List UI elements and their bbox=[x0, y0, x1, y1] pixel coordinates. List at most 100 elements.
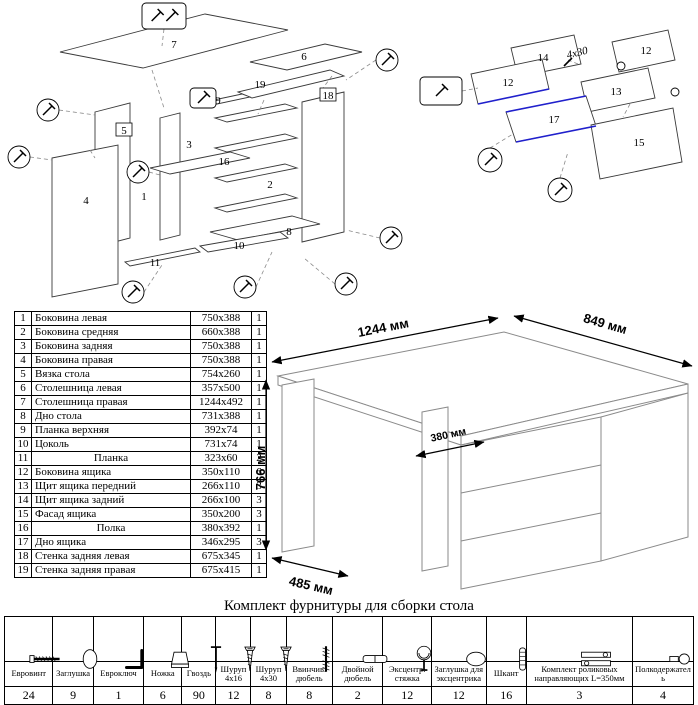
part-number-11: 11 bbox=[150, 257, 161, 269]
part-name: Стенка задняя правая bbox=[32, 564, 191, 578]
part-number-13: 13 bbox=[611, 86, 623, 98]
part-name: Столешница левая bbox=[32, 382, 191, 396]
part-num: 4 bbox=[15, 354, 32, 368]
part-num: 8 bbox=[15, 410, 32, 424]
hardware-item-qty: 6 bbox=[144, 687, 182, 705]
part-num: 2 bbox=[15, 326, 32, 340]
part-number-3: 3 bbox=[186, 139, 192, 151]
euro-screw-icon bbox=[5, 617, 53, 662]
hardware-item-qty: 2 bbox=[332, 687, 383, 705]
part-name: Боковина задняя bbox=[32, 340, 191, 354]
part-name: Столешница правая bbox=[32, 396, 191, 410]
part-number-8: 8 bbox=[286, 226, 292, 238]
screw-callout-icon bbox=[142, 3, 186, 29]
hardware-item-qty: 1 bbox=[93, 687, 144, 705]
part-num: 9 bbox=[15, 424, 32, 438]
screw-callout-icon bbox=[8, 146, 30, 168]
part-number-14: 14 bbox=[538, 52, 550, 64]
hardware-item-qty: 12 bbox=[383, 687, 431, 705]
part-size: 266x110 bbox=[191, 480, 252, 494]
part-number-19: 19 bbox=[255, 79, 267, 91]
dim-top-depth: 849 мм bbox=[582, 310, 629, 337]
part-size: 675x345 bbox=[191, 550, 252, 564]
part-number-6: 6 bbox=[301, 51, 307, 63]
hole-marker-icon bbox=[617, 62, 625, 70]
part-number-10: 10 bbox=[234, 240, 246, 252]
desk-carcass-panels bbox=[52, 92, 344, 297]
screw-callout-icon bbox=[37, 99, 59, 121]
desk-top-panels bbox=[60, 14, 362, 98]
desk-outline bbox=[278, 332, 688, 589]
part-name: Боковина ящика bbox=[32, 466, 191, 480]
part-number-4: 4 bbox=[83, 195, 89, 207]
part-size: 731x74 bbox=[191, 438, 252, 452]
part-num: 11 bbox=[15, 452, 32, 466]
part-size: 675x415 bbox=[191, 564, 252, 578]
part-num: 13 bbox=[15, 480, 32, 494]
part-name: Щит ящика передний bbox=[32, 480, 191, 494]
hardware-item-qty: 8 bbox=[251, 687, 286, 705]
part-name: Цоколь bbox=[32, 438, 191, 452]
part-name: Фасад ящика bbox=[32, 508, 191, 522]
part-name: Дно ящика bbox=[32, 536, 191, 550]
screw-callout-icon bbox=[335, 273, 357, 295]
part-size: 754x260 bbox=[191, 368, 252, 382]
hardware-item-qty: 9 bbox=[53, 687, 93, 705]
part-num: 3 bbox=[15, 340, 32, 354]
hardware-item-qty: 24 bbox=[5, 687, 53, 705]
part-size: 350x110 bbox=[191, 466, 252, 480]
hole-marker-icon bbox=[671, 88, 679, 96]
screw-callout-icon bbox=[127, 161, 149, 183]
part-size: 1244x492 bbox=[191, 396, 252, 410]
part-num: 19 bbox=[15, 564, 32, 578]
part-size: 323x60 bbox=[191, 452, 252, 466]
screw-callout-icon bbox=[380, 227, 402, 249]
part-size: 357x500 bbox=[191, 382, 252, 396]
hardware-item-qty: 3 bbox=[526, 687, 632, 705]
hardware-item-qty: 4 bbox=[633, 687, 694, 705]
part-number-18: 18 bbox=[323, 90, 335, 102]
part-size: 731x388 bbox=[191, 410, 252, 424]
part-number-16: 16 bbox=[219, 156, 231, 168]
part-name: Дно стола bbox=[32, 410, 191, 424]
part-num: 16 bbox=[15, 522, 32, 536]
shelf-support-icon bbox=[633, 617, 694, 662]
hardware-kit-title: Комплект фурнитуры для сборки стола bbox=[0, 598, 698, 615]
part-size: 750x388 bbox=[191, 312, 252, 326]
part-number-7: 7 bbox=[171, 39, 177, 51]
part-num: 12 bbox=[15, 466, 32, 480]
part-size: 266x100 bbox=[191, 494, 252, 508]
hardware-item-qty: 8 bbox=[286, 687, 332, 705]
part-size: 750x388 bbox=[191, 340, 252, 354]
part-size: 350x200 bbox=[191, 508, 252, 522]
part-num: 1 bbox=[15, 312, 32, 326]
screw-callout-icon bbox=[190, 88, 216, 108]
part-num: 5 bbox=[15, 368, 32, 382]
part-number-12: 12 bbox=[641, 45, 652, 57]
hardware-item-qty: 12 bbox=[216, 687, 251, 705]
hardware-icons-row bbox=[5, 617, 694, 662]
part-num: 15 bbox=[15, 508, 32, 522]
part-size: 346x295 bbox=[191, 536, 252, 550]
rails-icon bbox=[526, 617, 632, 662]
hardware-item-qty: 16 bbox=[486, 687, 526, 705]
